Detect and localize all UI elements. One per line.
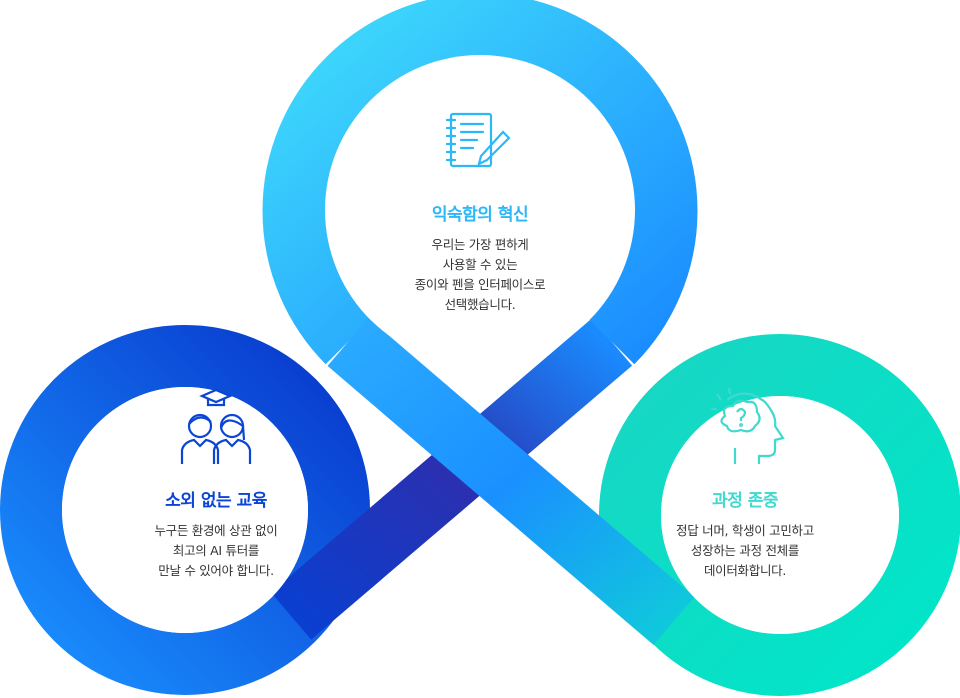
section-inclusive-education: 소외 없는 교육 누구든 환경에 상관 없이 최고의 AI 튜터를 만날 수 있…: [96, 486, 336, 581]
section-text-line: 우리는 가장 편하게: [431, 237, 529, 252]
diagonal-band-rising: [270, 318, 633, 640]
section-title: 과정 존중: [712, 491, 778, 511]
section-familiarity-innovation: 익숙함의 혁신 우리는 가장 편하게 사용할 수 있는 종이와 펜을 인터페이스…: [360, 200, 600, 315]
section-text-line: 정답 너머, 학생이 고민하고: [676, 523, 814, 538]
top-loop: [262, 0, 698, 365]
notepad-pencil-icon: [445, 112, 511, 168]
section-title: 익숙함의 혁신: [431, 205, 529, 225]
left-loop: [0, 325, 370, 695]
section-text-line: 성장하는 과정 전체를: [690, 543, 800, 558]
section-text-line: 사용할 수 있는: [442, 257, 518, 272]
section-text-line: 최고의 AI 튜터를: [172, 543, 260, 558]
section-text-line: 데이터화합니다.: [703, 563, 787, 578]
head-question-icon: [710, 387, 785, 464]
section-text-line: 종이와 펜을 인터페이스로: [414, 277, 546, 292]
section-process-respect: 과정 존중 정답 너머, 학생이 고민하고 성장하는 과정 전체를 데이터화합니…: [625, 486, 865, 581]
students-graduation-icon: [180, 388, 252, 464]
section-text-line: 누구든 환경에 상관 없이: [154, 523, 278, 538]
diagonal-band-falling: [327, 318, 695, 645]
section-title: 소외 없는 교육: [165, 491, 267, 511]
section-text-line: 만날 수 있어야 합니다.: [158, 563, 274, 578]
right-loop: [599, 334, 960, 696]
section-text-line: 선택했습니다.: [444, 297, 516, 312]
